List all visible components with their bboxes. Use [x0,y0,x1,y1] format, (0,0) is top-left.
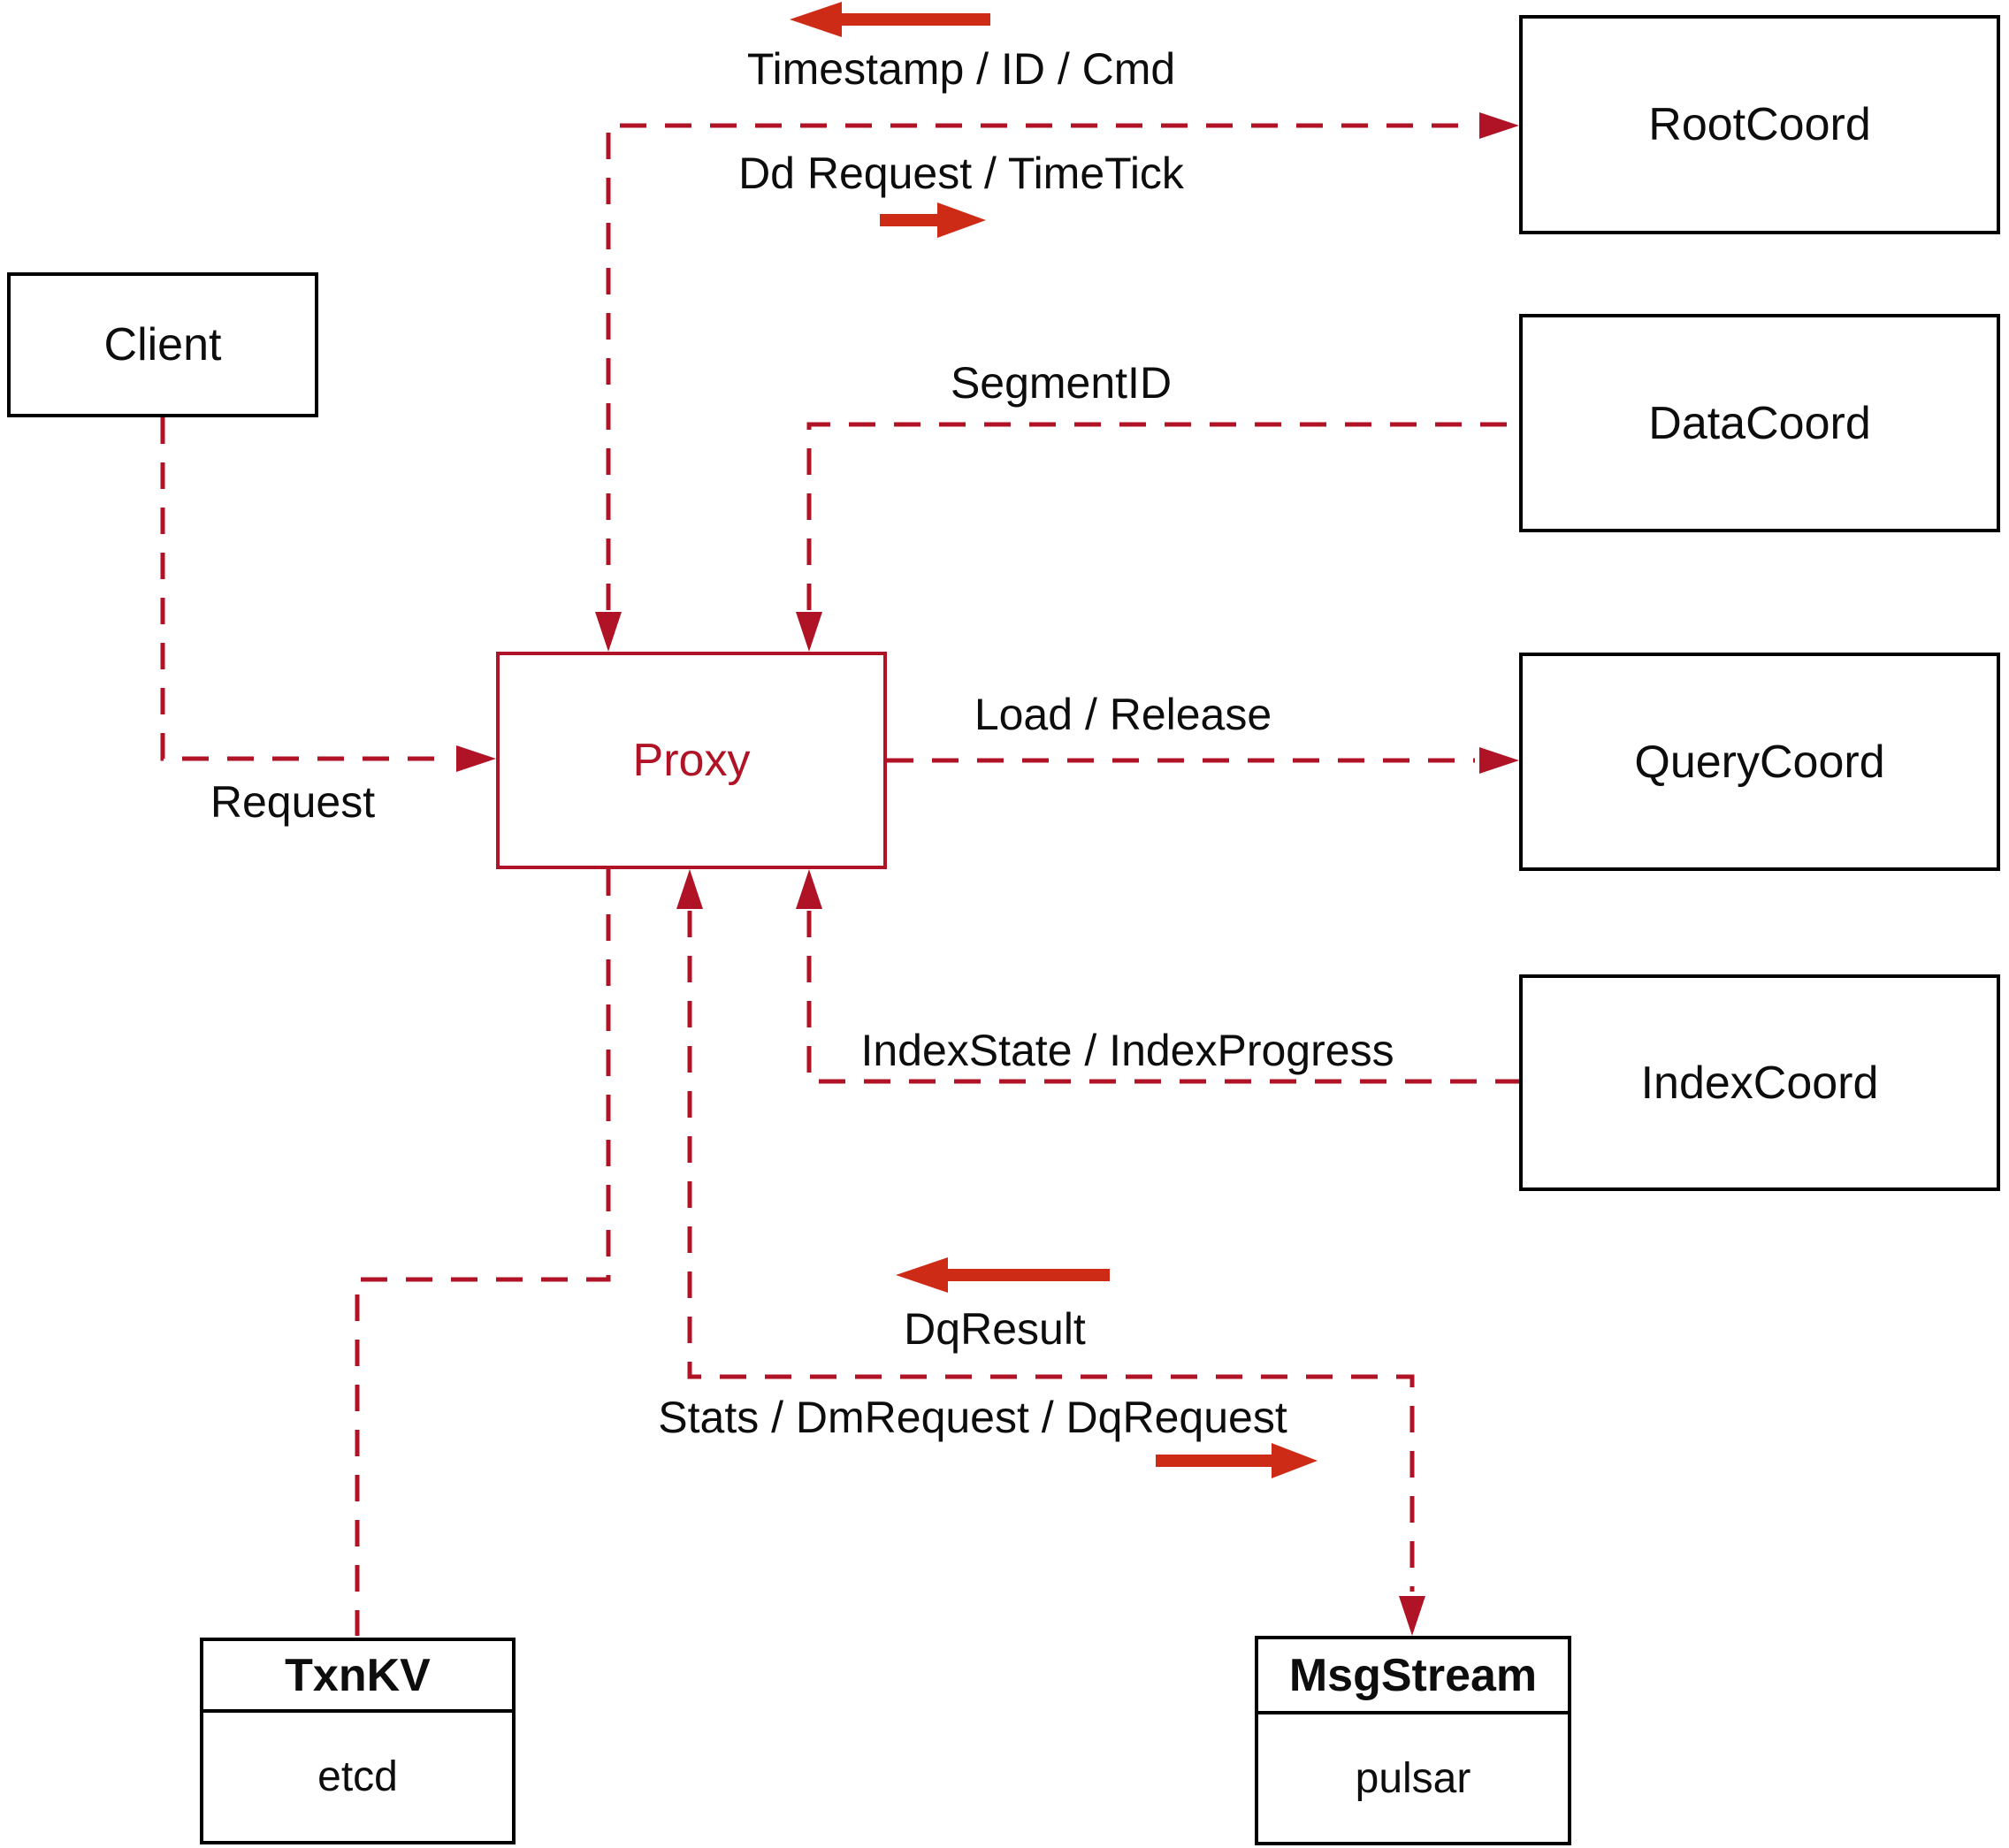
edge-label-request: Request [210,777,376,827]
node-msgstream: MsgStream pulsar [1255,1636,1571,1845]
edge-proxy-rootcoord [606,123,1477,610]
datacoord-label: DataCoord [1648,397,1871,449]
direction-arrow-left-dqresult [896,1257,1110,1293]
rootcoord-label: RootCoord [1648,99,1871,150]
txnkv-title: TxnKV [203,1641,512,1713]
direction-arrow-left-timestamp [790,2,990,37]
proxy-label: Proxy [632,735,751,786]
edge-datacoord-proxy [806,422,1519,610]
edge-proxy-txnkv [355,869,611,1636]
indexcoord-label: IndexCoord [1640,1057,1879,1109]
arrowhead-up-proxy-bottom-right [796,869,822,909]
edge-label-load-release: Load / Release [974,690,1272,739]
node-datacoord: DataCoord [1519,314,2000,532]
msgstream-title: MsgStream [1258,1639,1568,1714]
arrowhead-into-rootcoord [1479,112,1519,139]
edge-client-proxy [160,417,452,761]
edge-proxy-msgstream [687,911,1415,1592]
arrowhead-into-querycoord [1479,747,1519,774]
edge-label-stats: Stats / DmRequest / DqRequest [658,1393,1287,1442]
edge-label-timestamp: Timestamp / ID / Cmd [746,44,1176,94]
querycoord-label: QueryCoord [1634,736,1885,788]
edge-label-index-state: IndexState / IndexProgress [860,1026,1394,1075]
node-rootcoord: RootCoord [1519,15,2000,234]
node-txnkv: TxnKV etcd [200,1638,516,1844]
edge-indexcoord-proxy [806,911,1519,1084]
arrowhead-down-proxy-top-right [796,612,822,652]
node-indexcoord: IndexCoord [1519,974,2000,1191]
msgstream-subtitle: pulsar [1355,1754,1471,1802]
node-querycoord: QueryCoord [1519,653,2000,871]
node-client: Client [7,272,318,417]
direction-arrow-right-stats [1156,1443,1318,1478]
edge-label-dd-request: Dd Request / TimeTick [738,149,1184,198]
client-label: Client [103,319,222,370]
arrowhead-up-proxy-bottom-left [676,869,703,909]
arrowhead-into-msgstream [1399,1596,1425,1636]
txnkv-subtitle: etcd [317,1753,398,1800]
direction-arrow-right-ddrequest [880,202,986,238]
arrowhead-into-proxy-left [456,745,496,772]
edge-label-dq-result: DqResult [904,1304,1086,1354]
node-proxy: Proxy [496,652,887,869]
arrowhead-down-proxy-top-left [595,612,622,652]
edge-label-segment-id: SegmentID [950,358,1173,408]
